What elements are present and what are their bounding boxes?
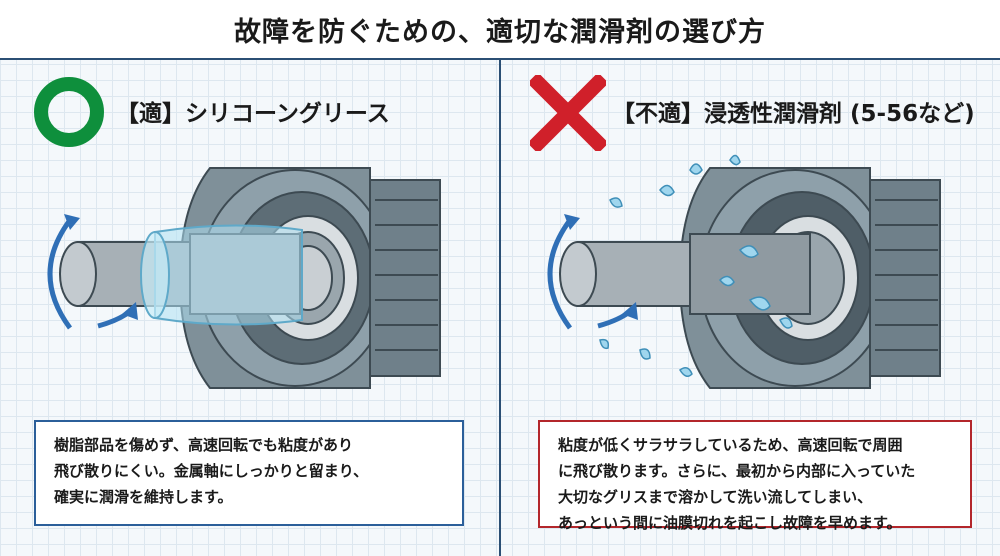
center-divider [499,60,501,556]
bad-description-box: 粘度が低くサラサラしているため、高速回転で周囲 に飛び散ります。さらに、最初から… [538,420,972,532]
good-description-line: 樹脂部品を傷めず、高速回転でも粘度があり [54,436,353,454]
good-heading: 【適】シリコーングリース [116,101,390,127]
cross-icon [530,75,606,151]
circle-icon [34,77,104,147]
good-description-line: 飛び散りにくい。金属軸にしっかりと留まり、 [54,462,369,480]
bad-description-line: 粘度が低くサラサラしているため、高速回転で周囲 [558,436,903,454]
good-description-line: 確実に潤滑を維持します。 [54,488,233,506]
silicone-grease-illustration [47,167,441,389]
good-description-box: 樹脂部品を傷めず、高速回転でも粘度があり 飛び散りにくい。金属軸にしっかりと留ま… [34,420,464,526]
bad-description-line: あっという間に油膜切れを起こし故障を早めます。 [558,514,902,532]
bad-description-line: 大切なグリスまで溶かして洗い流してしまい、 [558,488,873,506]
page-title: 故障を防ぐための、適切な潤滑剤の選び方 [234,16,766,48]
bad-description-line: に飛び散ります。さらに、最初から内部に入っていた [558,462,916,480]
bad-heading: 【不適】浸透性潤滑剤 (5-56など) [612,101,975,127]
penetrating-oil-illustration [547,154,941,389]
header: 故障を防ぐための、適切な潤滑剤の選び方 [0,0,1000,60]
